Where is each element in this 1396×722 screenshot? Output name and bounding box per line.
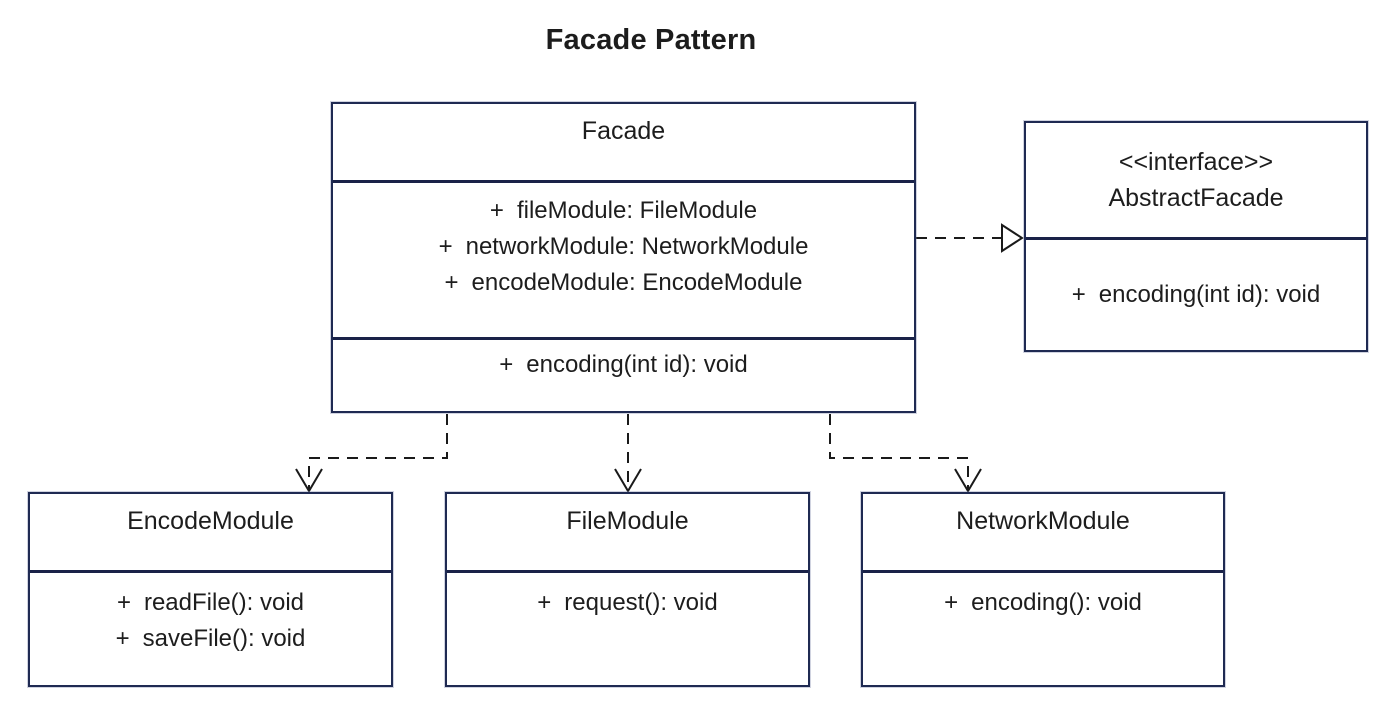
class-box-abstractfacade: <<interface>> AbstractFacade + encoding(… [1024, 121, 1368, 352]
class-name-compartment: NetworkModule [863, 494, 1223, 570]
method-row: + encoding(int id): void [333, 348, 914, 382]
dependency-arrow-facade-to-encodemodule [295, 414, 448, 493]
visibility-symbol: + [444, 269, 459, 296]
attributes-compartment: + fileModule: FileModule + networkModule… [333, 180, 914, 337]
attribute-row: + encodeModule: EncodeModule [333, 265, 914, 301]
method-row: + request(): void [447, 585, 808, 621]
methods-compartment: + readFile(): void + saveFile(): void [30, 570, 391, 685]
method-signature: encoding(): void [971, 589, 1142, 616]
visibility-symbol: + [537, 589, 552, 616]
attribute-signature: fileModule: FileModule [516, 197, 758, 224]
class-name: FileModule [566, 507, 689, 535]
class-name: Facade [581, 117, 666, 145]
visibility-symbol: + [944, 589, 959, 616]
dependency-dashed-line [308, 414, 448, 489]
class-name-compartment: <<interface>> AbstractFacade [1026, 123, 1366, 237]
stereotype-label: <<interface>> [1118, 148, 1274, 176]
diagram-title: Facade Pattern [545, 24, 757, 56]
visibility-symbol: + [438, 233, 453, 260]
methods-compartment: + encoding(int id): void [333, 337, 914, 411]
class-name: EncodeModule [127, 507, 294, 535]
class-name-compartment: EncodeModule [30, 494, 391, 570]
class-box-encodemodule: EncodeModule + readFile(): void + saveFi… [28, 492, 393, 687]
methods-compartment: + encoding(): void [863, 570, 1223, 685]
visibility-symbol: + [116, 589, 131, 616]
attribute-signature: networkModule: NetworkModule [465, 233, 809, 260]
class-box-facade: Facade + fileModule: FileModule + networ… [331, 102, 916, 413]
methods-compartment: + request(): void [447, 570, 808, 685]
method-row: + saveFile(): void [30, 621, 391, 657]
hollow-triangle-arrowhead-icon [1001, 223, 1024, 253]
open-v-arrowhead-icon [954, 468, 982, 493]
class-name-compartment: FileModule [447, 494, 808, 570]
dependency-arrow-facade-to-networkmodule [829, 414, 982, 493]
method-signature: readFile(): void [143, 589, 305, 616]
class-name-compartment: Facade [333, 104, 914, 180]
dependency-dashed-line [829, 414, 969, 489]
realization-arrow-facade-to-abstractfacade [916, 223, 1024, 253]
method-signature: encoding(int id): void [1098, 281, 1321, 308]
dependency-arrow-facade-to-filemodule [614, 414, 642, 493]
attribute-signature: encodeModule: EncodeModule [471, 269, 803, 296]
visibility-symbol: + [489, 197, 504, 224]
visibility-symbol: + [115, 625, 130, 652]
visibility-symbol: + [1071, 281, 1086, 308]
methods-compartment: + encoding(int id): void [1026, 237, 1366, 350]
open-v-arrowhead-icon [295, 468, 323, 493]
open-v-arrowhead-icon [614, 468, 642, 493]
visibility-symbol: + [499, 351, 514, 378]
method-row: + encoding(): void [863, 585, 1223, 621]
class-box-networkmodule: NetworkModule + encoding(): void [861, 492, 1225, 687]
method-row: + encoding(int id): void [1026, 277, 1366, 313]
class-box-filemodule: FileModule + request(): void [445, 492, 810, 687]
class-name: NetworkModule [956, 507, 1130, 535]
class-name: AbstractFacade [1108, 184, 1284, 212]
attribute-row: + fileModule: FileModule [333, 193, 914, 229]
method-signature: encoding(int id): void [526, 351, 748, 378]
method-row: + readFile(): void [30, 585, 391, 621]
attribute-row: + networkModule: NetworkModule [333, 229, 914, 265]
method-signature: saveFile(): void [142, 625, 306, 652]
method-signature: request(): void [564, 589, 718, 616]
